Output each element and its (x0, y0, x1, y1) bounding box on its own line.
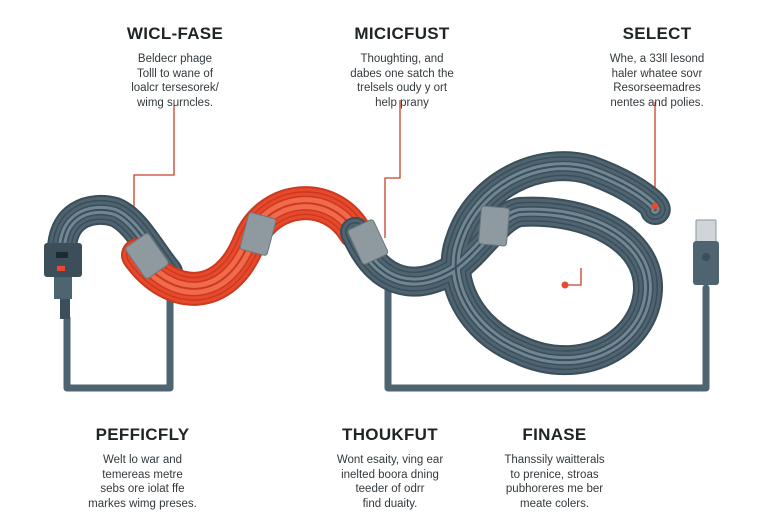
section-wicl-fase: WICL-FASE Beldecr phage Tolll to wane of… (95, 24, 255, 111)
desc-line: loalcr tersesorek/ (131, 82, 219, 95)
desc-line: wimg surncles. (136, 97, 214, 110)
section-description: Welt lo war and temereas metre sebs ore … (60, 453, 225, 512)
usb-connector-icon (44, 243, 82, 319)
desc-line: dabes one satch the (350, 67, 454, 80)
cable-strand (354, 165, 657, 361)
desc-line: Beldecr phage (137, 53, 213, 65)
desc-line: help prany (375, 97, 429, 110)
desc-line: Thanssily waitterals (504, 454, 605, 466)
section-description: Thoughting, and dabes one satch the trel… (322, 52, 482, 111)
leader-dot (651, 202, 659, 210)
section-title: WICL-FASE (126, 24, 224, 43)
section-description: Whe, a 33ll lesond haler whatee sovr Res… (573, 52, 741, 111)
desc-line: trelsels oudy y ort (356, 82, 448, 95)
desc-line: inelted boora dning (341, 468, 439, 481)
connector-body (44, 243, 82, 277)
desc-line: to prenice, stroas (510, 468, 599, 481)
desc-line: find duaity. (362, 498, 418, 511)
section-description: Thanssily waitterals to prenice, stroas … (472, 453, 637, 512)
cable-tie (125, 233, 169, 279)
desc-line: Whe, a 33ll lesond (609, 53, 705, 65)
section-title: MICICFUST (354, 24, 450, 43)
desc-line: Welt lo war and (102, 454, 183, 466)
desc-line: Wont esaity, ving ear (336, 454, 444, 466)
leader-line-finase (565, 268, 582, 286)
connector-strain-relief (60, 299, 70, 319)
section-title: SELECT (622, 24, 692, 43)
leader-line-micicfust (384, 100, 401, 238)
desc-line: teeder of odrr (355, 483, 425, 496)
desc-line: nentes and polies. (610, 97, 704, 110)
plug-button (702, 253, 710, 261)
section-select: SELECT Whe, a 33ll lesond haler whatee s… (573, 24, 741, 111)
desc-line: haler whatee sovr (611, 67, 703, 80)
connector-neck (54, 277, 72, 299)
desc-line: Tolll to wane of (136, 67, 214, 80)
section-description: Beldecr phage Tolll to wane of loalcr te… (95, 52, 255, 111)
section-finase: FINASE Thanssily waitterals to prenice, … (472, 425, 637, 512)
cable-tie (478, 205, 510, 247)
desc-line: Thoughting, and (360, 53, 444, 65)
section-description: Wont esaity, ving ear inelted boora dnin… (305, 453, 475, 512)
plug-metal-tip (695, 219, 717, 243)
leader-dot (561, 281, 569, 289)
section-micicfust: MICICFUST Thoughting, and dabes one satc… (322, 24, 482, 111)
section-pefficfly: PEFFICFLY Welt lo war and temereas metre… (60, 425, 225, 512)
desc-line: markes wimg preses. (88, 498, 197, 511)
plug-housing (693, 241, 719, 285)
return-wire-right (384, 266, 710, 392)
return-wires (63, 266, 710, 392)
section-thoukfut: THOUKFUT Wont esaity, ving ear inelted b… (305, 425, 475, 512)
desc-line: temereas metre (102, 468, 183, 481)
cable-tie (347, 219, 389, 265)
section-title: FINASE (522, 425, 587, 444)
cable-ties (125, 205, 510, 279)
return-wire-left (63, 268, 174, 392)
desc-line: sebs ore iolat ffe (100, 483, 185, 496)
leader-dots (561, 202, 659, 289)
connector-chip (56, 252, 68, 258)
connector-led (57, 266, 65, 271)
desc-line: meate colers. (519, 498, 590, 511)
cable-tie (239, 212, 277, 256)
leader-lines (133, 100, 656, 286)
usb-a-plug-icon (693, 219, 719, 285)
desc-line: Resorseemadres (613, 82, 701, 95)
section-title: PEFFICFLY (95, 425, 190, 444)
section-title: THOUKFUT (342, 425, 438, 444)
desc-line: pubhoreres me ber (505, 483, 604, 496)
